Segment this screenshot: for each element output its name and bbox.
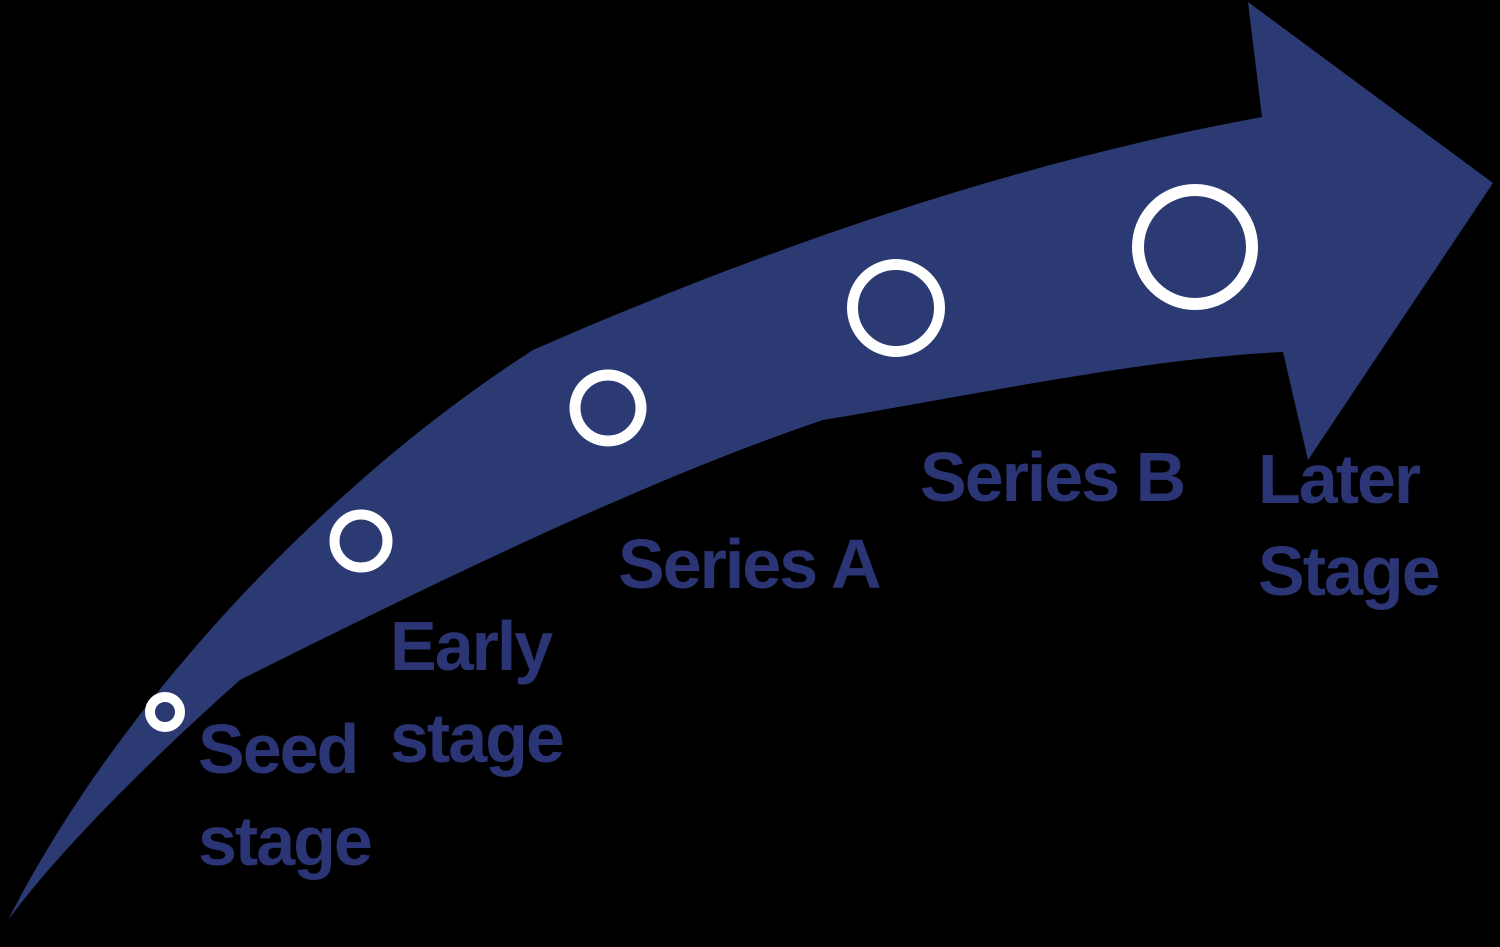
stage-label-series-b: Series B — [920, 431, 1186, 523]
stage-marker-early — [329, 509, 393, 573]
stage-marker-series-b — [847, 259, 945, 357]
stage-label-line: Seed — [198, 710, 359, 788]
stage-label-series-a: Series A — [618, 518, 882, 610]
stage-label-line: stage — [390, 699, 565, 778]
stage-label-early: Early stage — [390, 600, 565, 785]
arrow-swoosh — [8, 2, 1493, 920]
stage-marker-seed — [145, 692, 185, 732]
stage-label-seed: Seed stage — [198, 703, 373, 888]
stage-marker-later — [1132, 184, 1258, 310]
stage-label-line: Stage — [1258, 532, 1441, 611]
stage-label-line: Series B — [920, 438, 1186, 516]
stage-marker-series-a — [569, 369, 647, 447]
stage-label-line: Series A — [618, 525, 882, 603]
stage-label-line: stage — [198, 802, 373, 881]
stage-label-later: Later Stage — [1258, 433, 1441, 618]
stage-label-line: Later — [1258, 440, 1421, 518]
stage-label-line: Early — [390, 607, 553, 685]
